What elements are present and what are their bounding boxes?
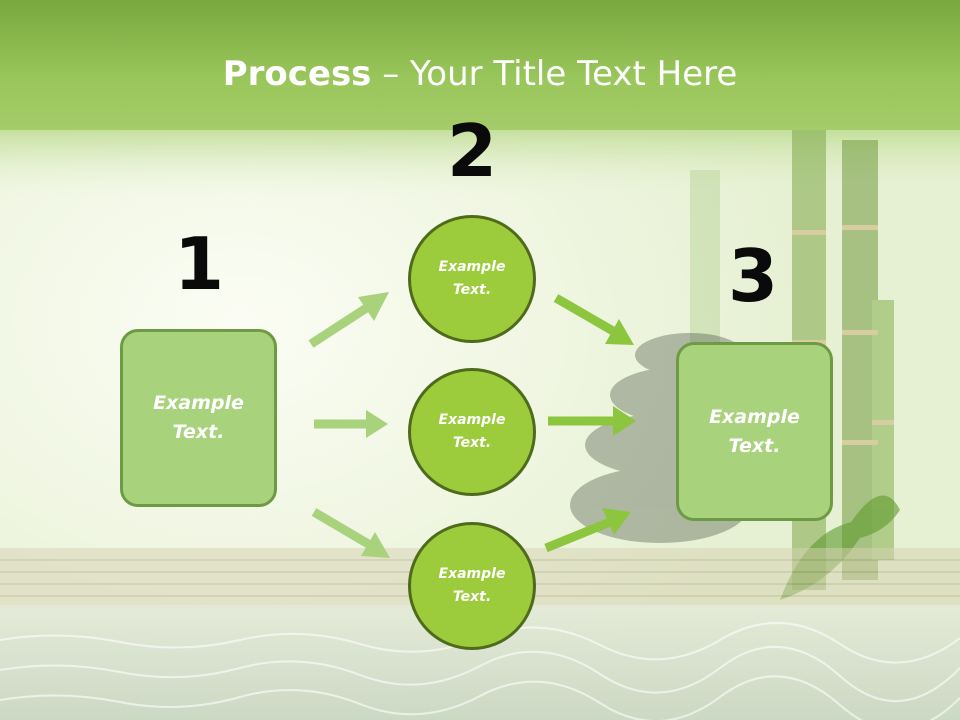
arrow-middle-to-3 [548,406,636,436]
step-2-circle-bottom: Example Text. [408,522,536,650]
step-number-2: 2 [446,109,498,193]
step-2-circle-middle: Example Text. [408,368,536,496]
title-rest: – Your Title Text Here [371,54,738,94]
arrow-1-to-bottom [311,508,390,558]
step-number-1: 1 [173,222,225,306]
step-number-3: 3 [727,234,779,318]
step-2-circle-middle-text: Example Text. [438,412,506,451]
step-1-text: Example Text. [153,392,244,443]
arrow-bottom-to-3 [544,508,631,553]
title-bold: Process [222,54,372,94]
step-2-circle-top-text: Example Text. [438,259,506,298]
step-2-circle-top: Example Text. [408,215,536,343]
step-2-circle-bottom-text: Example Text. [438,566,506,605]
arrow-top-to-3 [553,294,634,345]
slide-title: Process – Your Title Text Here [0,52,960,96]
arrow-1-to-middle [314,410,388,438]
step-1-box: Example Text. [120,329,277,507]
step-3-text: Example Text. [709,405,800,457]
step-3-box: Example Text. [676,342,833,521]
arrow-1-to-top [308,292,389,348]
